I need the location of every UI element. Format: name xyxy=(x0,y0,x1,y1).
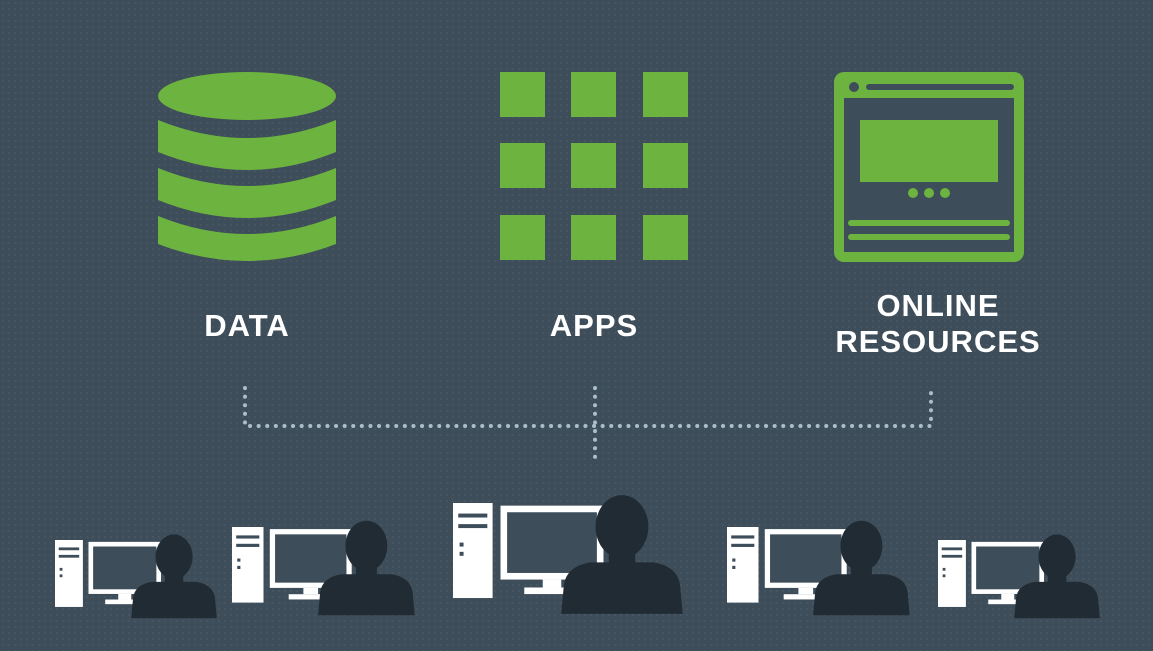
online-resources-label: ONLINE RESOURCES xyxy=(835,288,1041,359)
workstation-1 xyxy=(55,534,217,619)
workstation-3 xyxy=(453,495,683,614)
data-label: DATA xyxy=(204,308,290,343)
apps-grid-icon xyxy=(500,72,688,260)
workstation-5 xyxy=(938,534,1100,619)
workstation-2 xyxy=(232,520,415,616)
database-icon xyxy=(158,72,336,268)
apps-label: APPS xyxy=(549,308,639,343)
browser-window-icon xyxy=(834,72,1024,262)
workstation-4 xyxy=(727,520,910,616)
